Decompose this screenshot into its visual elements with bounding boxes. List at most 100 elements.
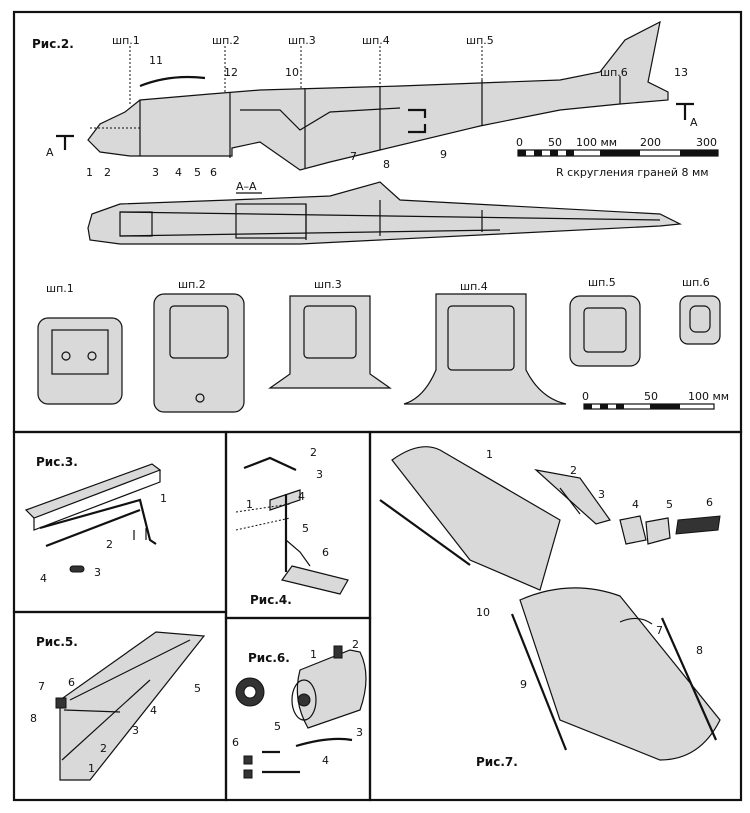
frame-label-2: шп.2 bbox=[212, 34, 240, 47]
fig7-frame bbox=[368, 430, 743, 802]
frame-label-1: шп.1 bbox=[112, 34, 140, 47]
fig7-part-7: 7 bbox=[656, 624, 663, 637]
part-label-1: 1 bbox=[86, 166, 93, 179]
scale-top-50: 50 bbox=[548, 136, 562, 149]
part-label-5: 5 bbox=[194, 166, 201, 179]
fig3-title: Рис.3. bbox=[36, 455, 78, 469]
part-label-8: 8 bbox=[383, 158, 390, 171]
frame-6-section bbox=[679, 295, 721, 345]
scale-bottom-50: 50 bbox=[644, 390, 658, 403]
svg-text:A: A bbox=[46, 146, 54, 159]
fig3-part-3: 3 bbox=[94, 566, 101, 579]
part-label-9: 9 bbox=[440, 148, 447, 161]
scale-top-200: 200 bbox=[640, 136, 661, 149]
frame-label-5: шп.5 bbox=[466, 34, 494, 47]
fig6-part-5: 5 bbox=[274, 720, 281, 733]
part-label-6: 6 bbox=[210, 166, 217, 179]
fig3-part-1: 1 bbox=[160, 492, 167, 505]
canopy-part bbox=[139, 75, 206, 88]
scale-bar-top bbox=[517, 149, 719, 157]
fig7-part-2: 2 bbox=[570, 464, 577, 477]
fig6-part-3: 3 bbox=[356, 726, 363, 739]
frame-1-section bbox=[37, 317, 123, 405]
svg-text:A: A bbox=[690, 116, 698, 129]
fig6-part-1: 1 bbox=[310, 648, 317, 661]
fig6-part-6: 6 bbox=[232, 736, 239, 749]
frame-label-4: шп.4 bbox=[362, 34, 390, 47]
scale-bottom-100: 100 мм bbox=[688, 390, 729, 403]
scale-top-0: 0 bbox=[516, 136, 523, 149]
fig4-title: Рис.4. bbox=[250, 593, 292, 607]
section-label-4: шп.4 bbox=[460, 280, 488, 293]
fig6-part-4: 4 bbox=[322, 754, 329, 767]
section-label-5: шп.5 bbox=[588, 276, 616, 289]
fig6-title: Рис.6. bbox=[248, 651, 290, 665]
scale-top-100: 100 мм bbox=[576, 136, 617, 149]
fuselage-side-view bbox=[87, 20, 669, 171]
frame-5-section bbox=[569, 295, 641, 367]
fig7-part-10: 10 bbox=[476, 606, 490, 619]
fig5-part-6: 6 bbox=[68, 676, 75, 689]
fig7-part-5: 5 bbox=[666, 498, 673, 511]
part-label-11: 11 bbox=[149, 54, 163, 67]
fig4-part-2: 2 bbox=[310, 446, 317, 459]
fig3-part-2: 2 bbox=[106, 538, 113, 551]
frame-label-6: шп.6 bbox=[600, 66, 628, 79]
fig6-fuel-tank bbox=[235, 645, 367, 779]
fig3-skid-assembly bbox=[24, 463, 162, 573]
fig4-part-3: 3 bbox=[316, 468, 323, 481]
fig7-title: Рис.7. bbox=[476, 755, 518, 769]
fig6-part-2: 2 bbox=[352, 638, 359, 651]
fig7-part-4: 4 bbox=[632, 498, 639, 511]
part-label-7: 7 bbox=[350, 150, 357, 163]
fig4-part-1: 1 bbox=[246, 498, 253, 511]
fig4-part-6: 6 bbox=[322, 546, 329, 559]
frame-3-section bbox=[268, 295, 392, 389]
frame-label-3: шп.3 bbox=[288, 34, 316, 47]
frame-2-section bbox=[153, 293, 245, 413]
fig4-part-4: 4 bbox=[298, 490, 305, 503]
fig7-part-1: 1 bbox=[486, 448, 493, 461]
fig5-stabilizer bbox=[55, 631, 206, 781]
fig4-frame bbox=[224, 430, 372, 620]
fig4-tow-hook bbox=[235, 456, 349, 595]
fig5-part-5: 5 bbox=[194, 682, 201, 695]
fig5-part-2: 2 bbox=[100, 742, 107, 755]
fig7-part-8: 8 bbox=[696, 644, 703, 657]
fuselage-section-view bbox=[87, 181, 683, 245]
scale-top-300: 300 bbox=[696, 136, 717, 149]
part-label-13: 13 bbox=[674, 66, 688, 79]
fig5-part-4: 4 bbox=[150, 704, 157, 717]
fig4-part-5: 5 bbox=[302, 522, 309, 535]
fig5-part-8: 8 bbox=[30, 712, 37, 725]
fig5-part-7: 7 bbox=[38, 680, 45, 693]
fig2-title: Рис.2. bbox=[32, 37, 74, 51]
fig5-part-3: 3 bbox=[132, 724, 139, 737]
section-label-1: шп.1 bbox=[46, 282, 74, 295]
section-mark-right: A bbox=[676, 102, 698, 129]
fig3-part-4: 4 bbox=[40, 572, 47, 585]
fig6-frame bbox=[224, 616, 372, 802]
rounding-note: R скругления граней 8 мм bbox=[556, 166, 709, 179]
scale-bar-bottom bbox=[583, 403, 715, 410]
part-label-10: 10 bbox=[285, 66, 299, 79]
section-label-2: шп.2 bbox=[178, 278, 206, 291]
section-label-3: шп.3 bbox=[314, 278, 342, 291]
part-label-12: 12 bbox=[224, 66, 238, 79]
fig7-part-6: 6 bbox=[706, 496, 713, 509]
fig5-part-1: 1 bbox=[88, 762, 95, 775]
part-label-2: 2 bbox=[104, 166, 111, 179]
frame-position-marks bbox=[129, 46, 483, 104]
section-mark-left: A bbox=[46, 134, 74, 159]
section-title: A–A bbox=[236, 180, 257, 193]
fig7-wing-assembly bbox=[379, 446, 721, 761]
fig7-part-3: 3 bbox=[598, 488, 605, 501]
scale-bottom-0: 0 bbox=[582, 390, 589, 403]
part-label-3: 3 bbox=[152, 166, 159, 179]
fig7-part-9: 9 bbox=[520, 678, 527, 691]
part-label-4: 4 bbox=[175, 166, 182, 179]
frame-4-section bbox=[403, 293, 567, 405]
fig5-title: Рис.5. bbox=[36, 635, 78, 649]
